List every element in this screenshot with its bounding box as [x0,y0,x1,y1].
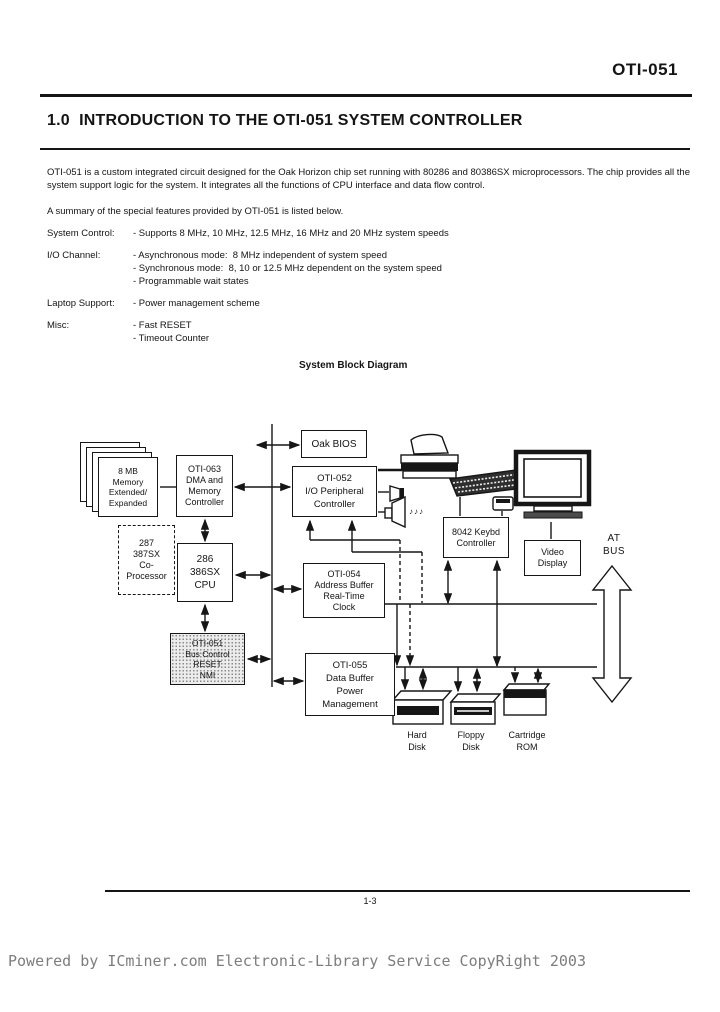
mouse-icon [492,496,514,511]
feature-label: Laptop Support: [47,298,115,309]
diagram-title: System Block Diagram [299,360,408,371]
block-8042-keyboard-controller: 8042 Keybd Controller [443,517,509,558]
page-number: 1-3 [363,896,377,906]
hard-disk-label: Hard Disk [407,730,427,752]
hard-disk-icon [391,690,453,725]
speaker-sound-marks: ♪♪♪ [409,507,424,516]
intro-paragraph: OTI-051 is a custom integrated circuit d… [47,167,690,191]
monitor-icon [513,449,592,519]
at-bus-label: AT BUS [602,533,626,557]
at-bus-arrow [591,564,633,704]
feature-item: - Timeout Counter [133,333,210,344]
keyboard-icon [449,469,526,497]
floppy-disk-icon [449,693,502,725]
feature-row-io-channel: I/O Channel: - Asynchronous mode: 8 MHz … [47,249,695,288]
block-oti055-data-buffer: OTI-055 Data Buffer Power Management [305,653,395,716]
feature-item: - Synchronous mode: 8, 10 or 12.5 MHz de… [133,263,442,274]
feature-label: System Control: [47,228,115,239]
doc-model-number: OTI-051 [612,60,678,79]
floppy-disk-label: Floppy Disk [457,730,485,752]
block-video-display: Video Display [524,540,581,576]
feature-row-misc: Misc: - Fast RESET - Timeout Counter [47,319,695,345]
feature-label: I/O Channel: [47,250,101,261]
block-coprocessor: 287 387SX Co- Processor [118,525,175,595]
feature-item: - Asynchronous mode: 8 MHz independent o… [133,250,387,261]
cartridge-rom-icon [502,683,551,716]
header-rule [40,94,692,97]
feature-list: System Control: - Supports 8 MHz, 10 MHz… [47,227,695,354]
speaker-icon [384,495,406,529]
block-oti054-address-buffer: OTI-054 Address Buffer Real-Time Clock [303,563,385,618]
feature-row-system-control: System Control: - Supports 8 MHz, 10 MHz… [47,227,695,240]
section-heading: 1.0 INTRODUCTION TO THE OTI-051 SYSTEM C… [47,112,523,129]
summary-line: A summary of the special features provid… [47,206,344,217]
feature-row-laptop-support: Laptop Support: - Power management schem… [47,297,695,310]
block-memory: 8 MB Memory Extended/ Expanded [98,457,158,517]
block-oti051-bus-control: OTI-051 Bus Control RESET NMI [170,633,245,685]
block-oti063-dma: OTI-063 DMA and Memory Controller [176,455,233,517]
cartridge-rom-label: Cartridge ROM [508,730,546,752]
printer-icon [400,433,459,479]
footer-rule [105,890,690,892]
feature-item: - Supports 8 MHz, 10 MHz, 12.5 MHz, 16 M… [133,228,449,239]
heading-rule [40,148,690,150]
footer-watermark: Powered by ICminer.com Electronic-Librar… [8,952,586,970]
block-oak-bios: Oak BIOS [301,430,367,458]
feature-item: - Power management scheme [133,298,260,309]
block-cpu: 286 386SX CPU [177,543,233,602]
feature-item: - Fast RESET [133,320,192,331]
block-oti052-peripheral: OTI-052 I/O Peripheral Controller [292,466,377,517]
serial-port-icon [389,485,404,502]
feature-item: - Programmable wait states [133,276,249,287]
feature-label: Misc: [47,320,70,331]
